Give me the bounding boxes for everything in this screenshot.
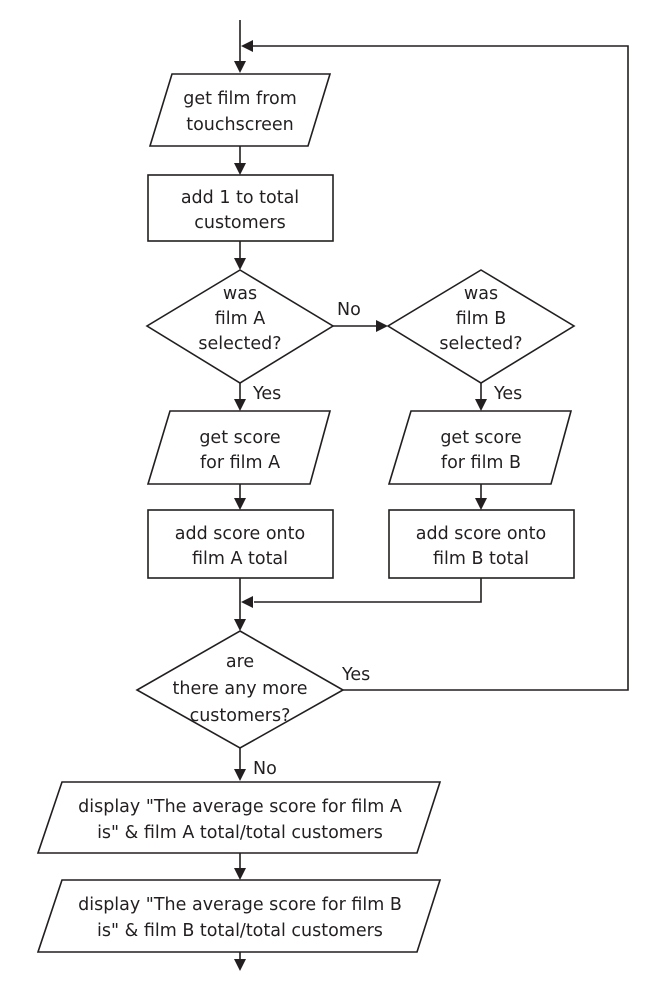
label-yes-film-b: Yes	[493, 384, 522, 404]
output-average-a-line-2: is" & film A total/total customers	[97, 823, 383, 843]
process-add-a	[147, 509, 334, 579]
output-average-b	[36, 879, 442, 953]
process-add-b	[388, 509, 575, 579]
arrowhead	[376, 320, 388, 332]
output-average-b-line-2: is" & film B total/total customers	[97, 921, 383, 941]
input-score-a-line-1: get score	[199, 428, 280, 448]
arrowhead	[234, 498, 246, 510]
arrowhead	[234, 868, 246, 880]
arrowhead	[475, 399, 487, 411]
input-get-film-line-1: get film from	[183, 89, 297, 109]
decision-film-b-line-2: film B	[456, 309, 507, 329]
input-get-film	[148, 73, 332, 147]
process-add-b-line-1: add score onto	[416, 524, 546, 544]
arrowhead	[234, 959, 246, 971]
decision-film-b	[386, 269, 576, 384]
input-score-a-line-2: for film A	[200, 453, 280, 473]
arrowhead	[241, 596, 253, 608]
connector-merge-b	[254, 578, 482, 603]
decision-more-line-3: customers?	[190, 706, 291, 726]
output-average-a-line-1: display "The average score for film A	[78, 797, 402, 817]
input-score-a	[146, 410, 332, 485]
decision-film-b-line-3: selected?	[439, 334, 522, 354]
input-score-b	[387, 410, 573, 485]
decision-film-a-line-1: was	[223, 284, 257, 304]
arrowhead	[234, 61, 246, 73]
label-yes-more: Yes	[341, 665, 370, 685]
input-get-film-line-2: touchscreen	[186, 115, 294, 135]
label-no-more: No	[253, 759, 277, 779]
arrowhead	[234, 619, 246, 631]
input-score-b-line-1: get score	[440, 428, 521, 448]
arrowhead	[475, 498, 487, 510]
arrowhead	[241, 40, 253, 52]
process-add-customer	[147, 174, 334, 242]
arrowhead	[234, 399, 246, 411]
process-add-customer-line-2: customers	[194, 213, 286, 233]
output-average-b-line-1: display "The average score for film B	[78, 895, 402, 915]
process-add-a-line-2: film A total	[192, 549, 288, 569]
arrowhead	[234, 258, 246, 270]
arrowhead	[234, 163, 246, 175]
output-average-a	[36, 781, 442, 854]
decision-film-b-line-1: was	[464, 284, 498, 304]
process-add-b-line-2: film B total	[433, 549, 529, 569]
label-no-film-a: No	[337, 300, 361, 320]
label-yes-film-a: Yes	[252, 384, 281, 404]
arrowhead	[234, 769, 246, 781]
decision-film-a-line-2: film A	[215, 309, 265, 329]
decision-film-a-line-3: selected?	[198, 334, 281, 354]
decision-more-line-1: are	[226, 652, 254, 672]
process-add-a-line-1: add score onto	[175, 524, 305, 544]
input-score-b-line-2: for film B	[441, 453, 521, 473]
process-add-customer-line-1: add 1 to total	[181, 188, 299, 208]
connector-loop-back	[252, 45, 629, 691]
decision-more-customers	[135, 630, 345, 749]
decision-more-line-2: there any more	[173, 679, 308, 699]
decision-film-a	[145, 269, 335, 384]
